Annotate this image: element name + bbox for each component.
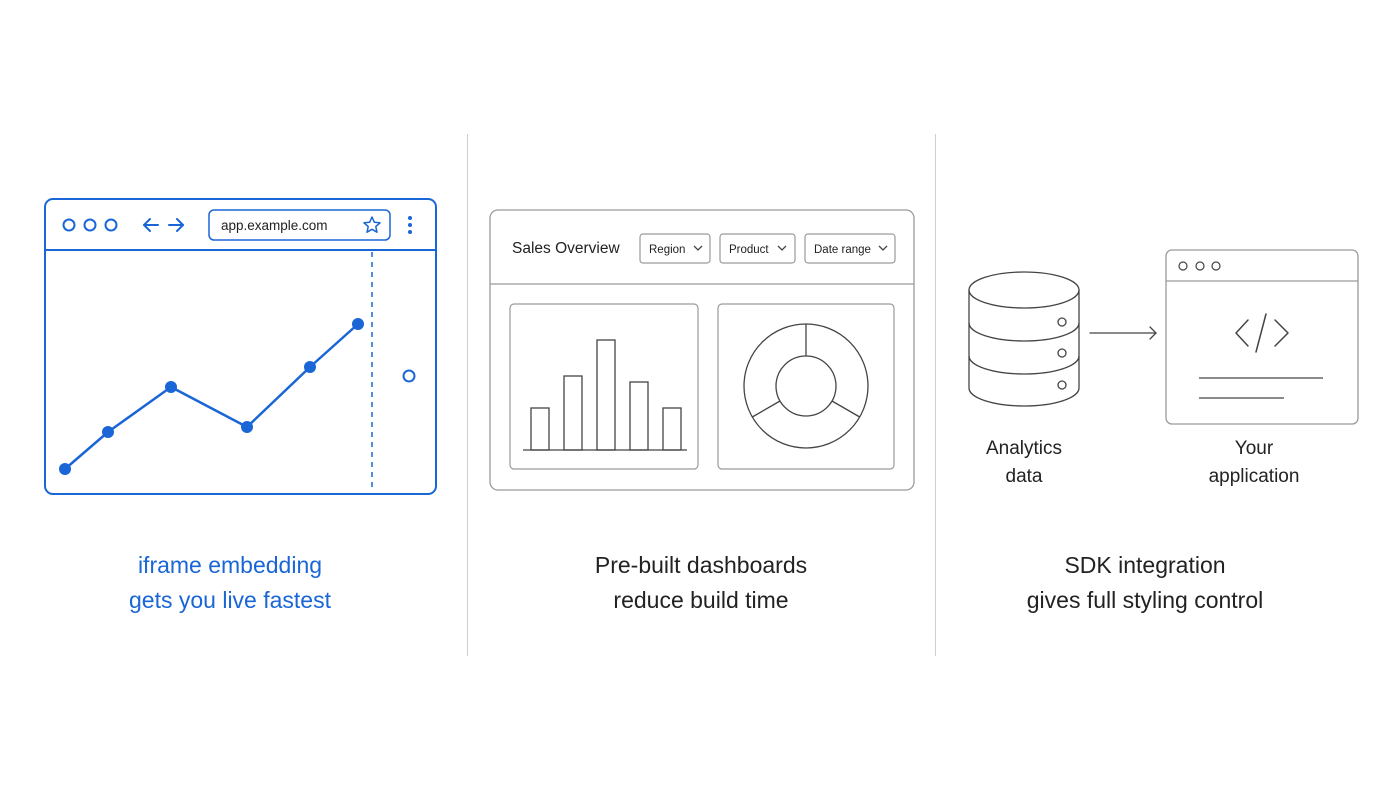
donut-chart-card [717,303,895,470]
address-bar[interactable] [208,209,391,241]
back-arrow-icon[interactable] [143,218,159,232]
analytics-data-label: Analytics data [964,435,1084,491]
caption-iframe: iframe embedding gets you live fastest [30,548,430,618]
caption-line: gets you live fastest [129,587,331,613]
dashboard-frame [489,209,915,491]
label-line: Your [1234,438,1274,459]
label-line: data [1005,466,1043,487]
label-line: application [1208,466,1300,487]
chart-series-line [64,323,359,470]
caption-dashboards: Pre-built dashboards reduce build time [501,548,901,618]
arrow-right-icon [1089,326,1157,340]
filter-date-range[interactable]: Date range [804,233,896,264]
divider-left [467,134,468,656]
caption-sdk: SDK integration gives full styling contr… [945,548,1345,618]
forward-arrow-icon[interactable] [168,218,184,232]
filter-label: Region [649,244,685,256]
your-application-label: Your application [1184,435,1324,491]
window-dot-icon [62,218,118,232]
database-icon [968,271,1080,407]
chart-point [352,318,364,330]
dashboard-title: Sales Overview [512,240,620,257]
embedded-line-chart [59,318,364,475]
chart-point [102,426,114,438]
chevron-down-icon [878,245,888,251]
application-window [1165,249,1359,425]
code-icon [1235,313,1289,353]
donut-segment-divider [831,400,861,418]
filter-region[interactable]: Region [639,233,711,264]
chevron-down-icon [693,245,703,251]
caption-line: gives full styling control [1026,587,1264,613]
donut-segment-divider [751,400,781,418]
filter-product[interactable]: Product [719,233,796,264]
filter-label: Product [729,244,769,256]
caption-line: reduce build time [613,587,789,613]
window-dot-icon [1178,261,1221,271]
scroll-handle[interactable] [402,369,416,383]
caption-line: Pre-built dashboards [594,552,808,578]
caption-line: iframe embedding [137,552,323,578]
filter-label: Date range [814,244,871,256]
kebab-menu-icon[interactable] [408,216,412,234]
chart-point [241,421,253,433]
address-bar-url: app.example.com [221,218,328,233]
chart-point [59,463,71,475]
browser-window-frame [44,198,437,495]
label-line: Analytics [985,438,1063,459]
donut-chart [743,323,869,449]
chart-point [304,361,316,373]
bar-chart [523,339,687,451]
caption-line: SDK integration [1064,552,1226,578]
divider-right [935,134,936,656]
chart-point [165,381,177,393]
star-icon[interactable] [363,216,381,233]
chevron-down-icon [777,245,787,251]
bar-chart-card [509,303,699,470]
